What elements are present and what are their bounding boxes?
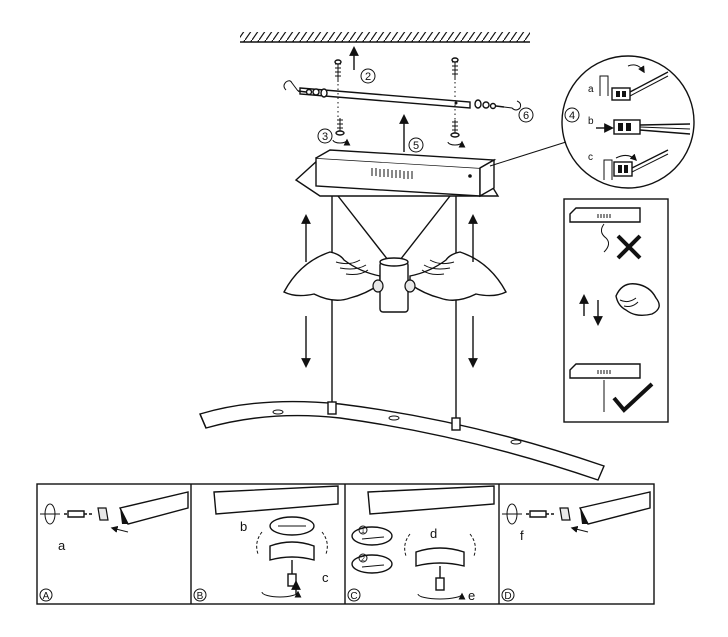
cross-icon — [616, 234, 642, 260]
svg-text:D: D — [504, 591, 511, 602]
canopy — [294, 149, 500, 198]
terminal-clip-open — [599, 64, 669, 101]
connector-plug — [256, 516, 328, 598]
driver-box-top — [569, 207, 641, 253]
svg-text:2: 2 — [361, 556, 365, 563]
panel-b: B b c — [193, 485, 339, 602]
hands-holding-connector — [283, 251, 507, 301]
inset-letter-c: c — [588, 152, 593, 163]
wiring-inset: 4 a b c — [489, 55, 695, 189]
svg-text:1: 1 — [361, 528, 365, 535]
canopy-vents — [371, 168, 413, 179]
panel-a: A a — [39, 491, 189, 602]
step-6-label: 6 — [518, 107, 534, 123]
step-3-label: 3 — [317, 128, 333, 144]
step-5-arrow: 5 — [399, 114, 424, 153]
bottom-panels — [36, 483, 655, 605]
sub-step-1: 1 — [351, 525, 393, 546]
fixing-screw-right — [447, 120, 466, 148]
connector-plug-c — [404, 533, 476, 600]
step-number-3: 3 — [322, 131, 328, 143]
panel-c-marker: C — [347, 588, 361, 602]
height-adjust-arrows — [301, 214, 478, 368]
panel-c: C d e 1 2 — [347, 485, 495, 603]
panel-d-letter: f — [520, 528, 524, 543]
terminal-wires — [596, 119, 691, 135]
lamp-bar — [199, 400, 605, 481]
terminal-clip-closed — [603, 149, 669, 180]
step-number-6: 6 — [523, 110, 529, 122]
rotate-arrow-icon-d — [502, 503, 522, 525]
panel-b-letter-c: c — [322, 570, 329, 585]
step-number-5: 5 — [413, 140, 419, 152]
panel-a-letter: a — [58, 538, 66, 553]
step-2-label: 2 — [360, 68, 376, 84]
svg-text:C: C — [350, 591, 357, 602]
panel-c-letter-d: d — [430, 526, 437, 541]
hook-screw-right — [474, 99, 522, 111]
svg-text:A: A — [43, 591, 50, 602]
ceiling-screw-right — [451, 57, 459, 120]
end-cap-screw — [64, 507, 109, 521]
check-icon — [612, 382, 654, 413]
bar-end-a — [110, 491, 189, 533]
hand-pulling-cable — [579, 283, 660, 326]
panel-d-marker: D — [501, 588, 515, 602]
step-number-4: 4 — [569, 110, 575, 122]
sub-step-2: 2 — [351, 553, 393, 574]
panel-d: D f — [501, 491, 651, 602]
ceiling — [240, 32, 530, 43]
fixing-screw-left — [332, 118, 351, 146]
ceiling-screw-left — [334, 46, 359, 118]
panel-a-marker: A — [39, 588, 53, 602]
inset-letter-a: a — [588, 84, 594, 95]
step-4-label: 4 — [564, 107, 580, 123]
driver-box-bottom — [569, 363, 641, 412]
hook-screw-left — [283, 80, 328, 98]
svg-text:B: B — [197, 591, 204, 602]
step-number-2: 2 — [365, 71, 371, 83]
panel-b-marker: B — [193, 588, 207, 602]
inset-letter-b: b — [588, 116, 594, 127]
panel-c-letter-e: e — [468, 588, 475, 603]
wire-connector-housing — [372, 257, 416, 313]
check-panel — [563, 198, 669, 423]
end-cap-screw-d — [526, 507, 571, 521]
bar-end-d — [570, 491, 651, 533]
panel-b-letter-b: b — [240, 519, 247, 534]
rotate-arrow-icon — [40, 503, 60, 525]
